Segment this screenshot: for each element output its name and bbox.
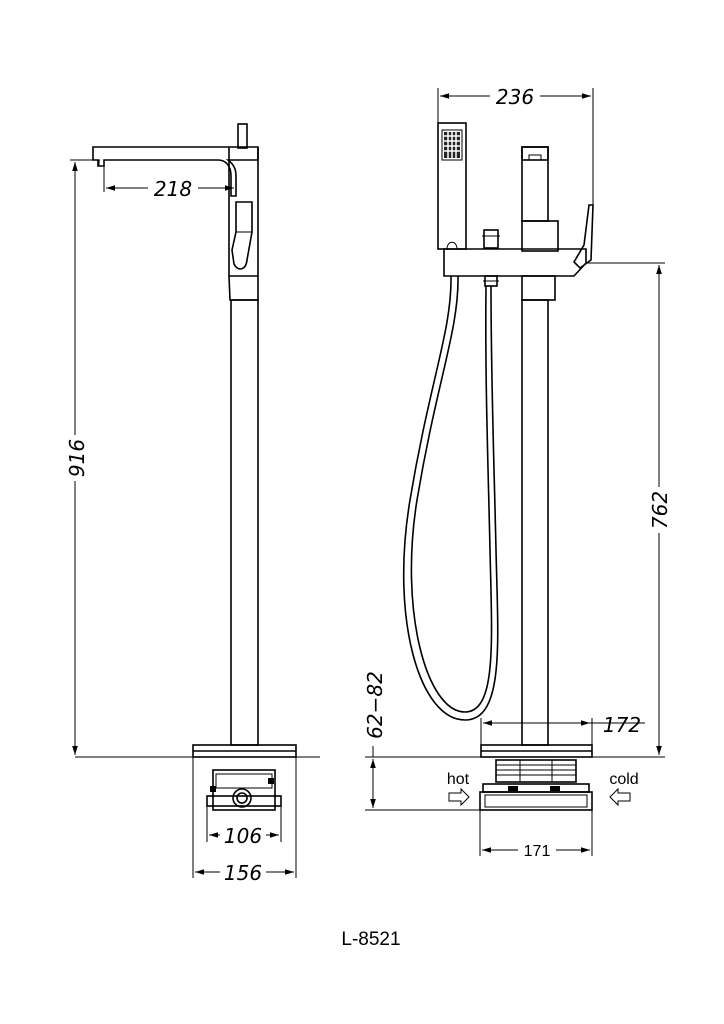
dim-236-bg [490, 86, 540, 104]
dim-106-text: 106 [224, 824, 262, 848]
front-view: hot cold 236 762 62−82 172 171 [363, 85, 672, 860]
side-view: 218 916 106 156 [65, 123, 320, 885]
dim-762-text: 762 [648, 491, 672, 529]
spout-front-top [521, 146, 549, 161]
cold-arrow-icon [609, 787, 631, 807]
valve-body [228, 147, 259, 277]
spout-front-aerator [528, 154, 542, 161]
hand-shower-hook [446, 241, 458, 250]
concealed-box-top [215, 773, 273, 789]
neck [228, 275, 259, 301]
box-mark-left [210, 786, 216, 792]
dim-236-text: 236 [496, 85, 534, 109]
cold-label: cold [609, 771, 638, 788]
dim-171-bg [518, 840, 556, 858]
column-front [521, 299, 549, 746]
concealed-box-flange [206, 795, 282, 807]
lever-handle [231, 201, 253, 270]
inlet-circle-outer [232, 788, 252, 808]
box-front-bottom-inner [484, 794, 588, 808]
dim-218-text: 218 [154, 177, 192, 201]
spout [92, 146, 259, 197]
hand-shower-head [441, 129, 463, 161]
diverter-knob [483, 229, 499, 249]
box-front-bottom [479, 791, 593, 811]
column [230, 299, 259, 746]
box-mark-right [268, 778, 274, 784]
neck-front [521, 275, 556, 301]
dim-172-text: 172 [603, 713, 641, 737]
dim-916-bg [65, 435, 87, 481]
hose-inner [410, 275, 493, 713]
dim-156-text: 156 [224, 861, 262, 885]
hose-outer [402, 275, 499, 721]
dim-171-text: 171 [524, 843, 551, 860]
dim-156-bg [220, 862, 266, 880]
aerator-tip [98, 160, 104, 167]
hot-arrow-icon [448, 787, 470, 807]
concealed-box-front-ribs [496, 760, 576, 782]
lever-front [572, 204, 594, 270]
dim-106-bg [220, 825, 266, 843]
spout-front [521, 146, 549, 222]
dim-218-bg [148, 176, 198, 194]
dim-62-82-text: 62−82 [363, 671, 387, 739]
horizontal-body [443, 248, 587, 277]
hand-shower-nozzles [444, 132, 460, 158]
box-front-mark-2 [550, 786, 560, 791]
box-front-flange [482, 783, 590, 793]
concealed-box-front [495, 759, 577, 783]
handshower-tip [237, 123, 248, 149]
inlet-circle-inner [236, 792, 248, 804]
model-number: L-8521 [341, 929, 400, 950]
dim-62-82-bg [363, 664, 385, 746]
dim-762-bg [648, 487, 670, 533]
dim-916-text: 916 [65, 439, 89, 477]
body-block-front [521, 220, 559, 252]
hot-label: hot [447, 771, 470, 788]
box-front-mark-1 [508, 786, 518, 791]
